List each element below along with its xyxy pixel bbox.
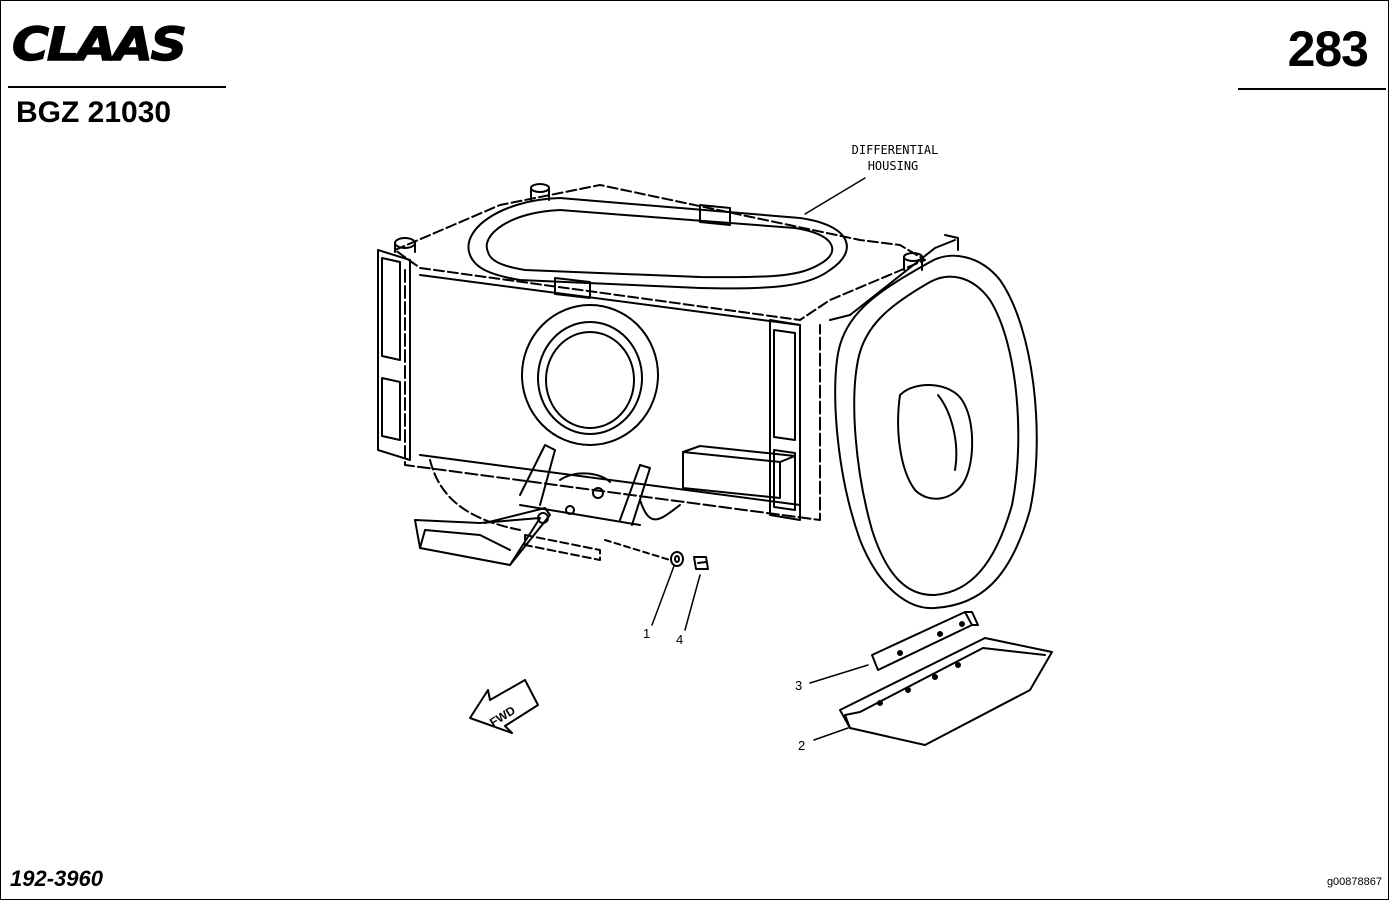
fwd-arrow-icon [469, 679, 539, 734]
mounting-bracket [519, 444, 671, 561]
skid-plate-part-2 [839, 637, 1053, 746]
right-end-plate [829, 234, 1038, 610]
part-label-1: 1 [643, 626, 650, 641]
part-label-3: 3 [795, 678, 802, 693]
document-number: 192-3960 [10, 866, 103, 891]
bolt-part-4 [693, 556, 709, 570]
differential-housing [377, 183, 926, 531]
callout-line-2: HOUSING [868, 159, 919, 173]
header-rule-right [1238, 88, 1386, 90]
part-label-4: 4 [676, 632, 683, 647]
claas-logo: CLAAS [12, 24, 188, 66]
image-code: g00878867 [1326, 876, 1382, 888]
model-code: BGZ 21030 [16, 96, 172, 129]
skid-plate-installed [414, 507, 551, 566]
fwd-arrow-label: FWD [487, 703, 518, 730]
page-number: 283 [1287, 21, 1369, 77]
brand-wordmark: CLAAS [12, 24, 185, 66]
part-label-2: 2 [798, 738, 805, 753]
washer-part-1 [670, 551, 684, 567]
wear-strip-part-3 [871, 611, 979, 671]
header-rule-left [8, 86, 226, 88]
leader-lines [651, 177, 869, 741]
callout-line-1: DIFFERENTIAL [852, 143, 939, 157]
